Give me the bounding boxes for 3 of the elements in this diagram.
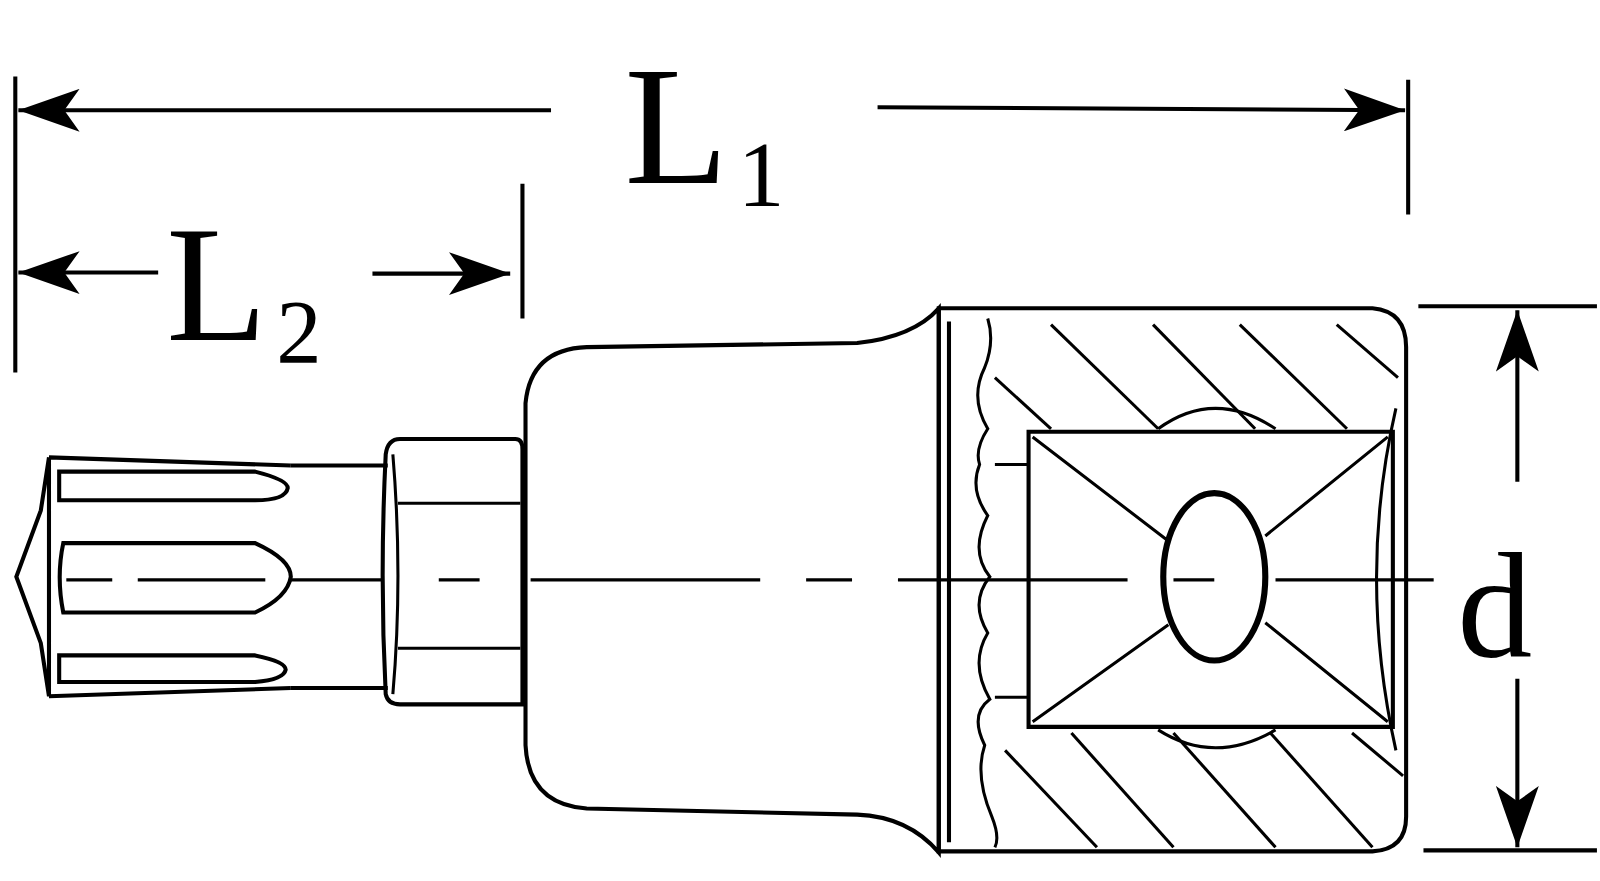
dimension-label: L$_{2}$ xyxy=(166,202,322,379)
dimension-label: L$_{1}$ xyxy=(624,40,785,222)
dimension-label: d xyxy=(1457,530,1533,681)
